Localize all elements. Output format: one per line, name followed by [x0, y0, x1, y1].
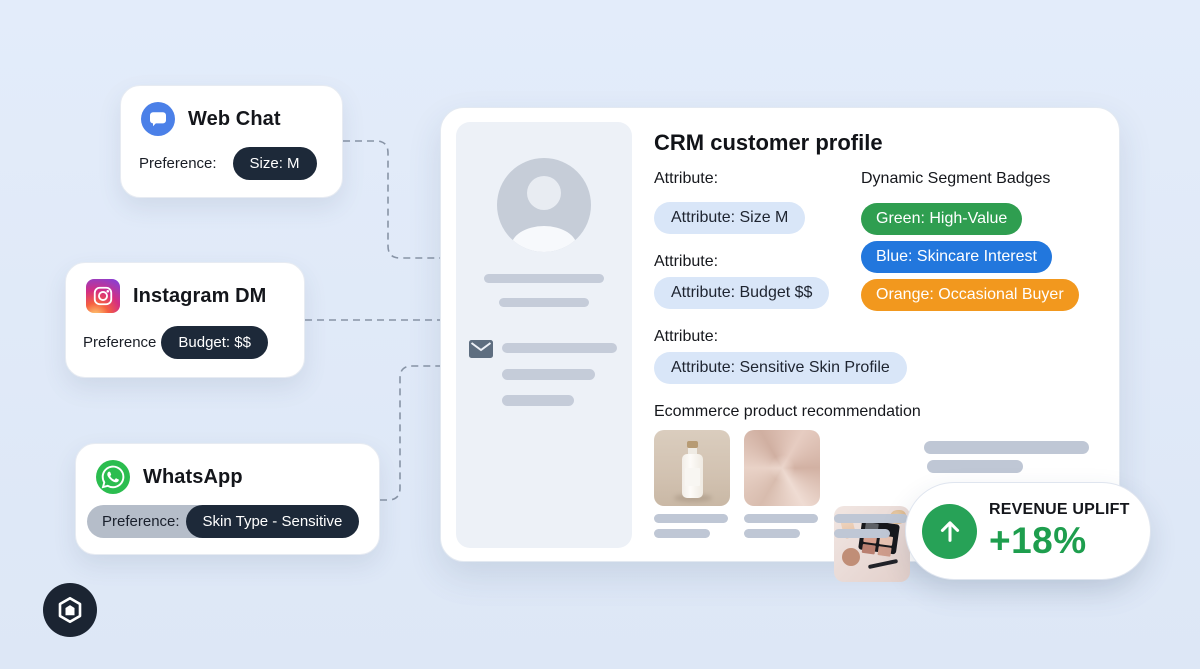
- webchat-card-header: Web Chat: [121, 86, 342, 136]
- placeholder-line: [654, 529, 710, 538]
- channel-name: Web Chat: [188, 107, 281, 130]
- webchat-icon: [141, 102, 175, 136]
- placeholder-line: [744, 514, 818, 523]
- revenue-uplift-badge: REVENUE UPLIFT +18%: [905, 482, 1151, 580]
- channel-name: WhatsApp: [143, 465, 243, 488]
- segment-badge-blue: Blue: Skincare Interest: [861, 241, 1052, 273]
- placeholder-line: [499, 298, 589, 307]
- preference-value-pill: Budget: $$: [161, 326, 268, 359]
- placeholder-line: [834, 514, 908, 523]
- placeholder-line: [484, 274, 604, 283]
- product-photo-pink-fabric: [744, 430, 820, 506]
- channel-name: Instagram DM: [133, 284, 267, 307]
- arrow-up-icon: [922, 503, 977, 559]
- attribute-label: Attribute:: [654, 253, 719, 270]
- preference-value-pill: Size: M: [232, 147, 317, 180]
- placeholder-line: [502, 343, 617, 353]
- crm-card-title: CRM customer profile: [654, 130, 883, 155]
- email-icon: [469, 340, 493, 358]
- placeholder-line: [924, 441, 1089, 454]
- webchat-channel-card: Web Chat Preference: Size: M: [120, 85, 343, 198]
- brand-logo: [43, 583, 97, 637]
- instagram-card-header: Instagram DM: [66, 263, 304, 313]
- placeholder-line: [502, 369, 595, 380]
- whatsapp-icon: [96, 460, 130, 494]
- attribute-label: Attribute:: [654, 170, 719, 187]
- product-photo-skincare-bottle: [654, 430, 730, 506]
- recommendation-heading: Ecommerce product recommendation: [654, 403, 921, 420]
- placeholder-line: [927, 460, 1023, 473]
- attribute-label: Attribute:: [654, 328, 719, 345]
- attribute-pill: Attribute: Sensitive Skin Profile: [654, 352, 907, 384]
- segment-badge-orange: Orange: Occasional Buyer: [861, 279, 1079, 311]
- instagram-icon: [86, 279, 120, 313]
- placeholder-line: [834, 529, 890, 538]
- instagram-channel-card: Instagram DM Preference Budget: $$: [65, 262, 305, 378]
- placeholder-line: [654, 514, 728, 523]
- profile-summary-panel: [456, 122, 632, 548]
- hexagon-box-icon: [58, 596, 82, 624]
- segment-badge-green: Green: High-Value: [861, 203, 1023, 235]
- placeholder-line: [502, 395, 574, 406]
- attribute-pill: Attribute: Size M: [654, 202, 806, 234]
- revenue-uplift-label: REVENUE UPLIFT: [989, 500, 1130, 518]
- preference-value-pill: Skin Type - Sensitive: [185, 505, 360, 538]
- preference-label: Preference:: [139, 155, 217, 172]
- whatsapp-channel-card: WhatsApp Preference: Skin Type - Sensiti…: [75, 443, 380, 555]
- preference-label: Preference: [83, 334, 157, 351]
- revenue-uplift-value: +18%: [989, 519, 1087, 561]
- attribute-pill: Attribute: Budget $$: [654, 277, 830, 309]
- segment-badges-heading: Dynamic Segment Badges: [861, 170, 1051, 187]
- whatsapp-card-header: WhatsApp: [76, 444, 379, 494]
- avatar: [497, 158, 591, 252]
- placeholder-line: [744, 529, 800, 538]
- crm-profile-card: CRM customer profile Attribute: Attribut…: [440, 107, 1120, 582]
